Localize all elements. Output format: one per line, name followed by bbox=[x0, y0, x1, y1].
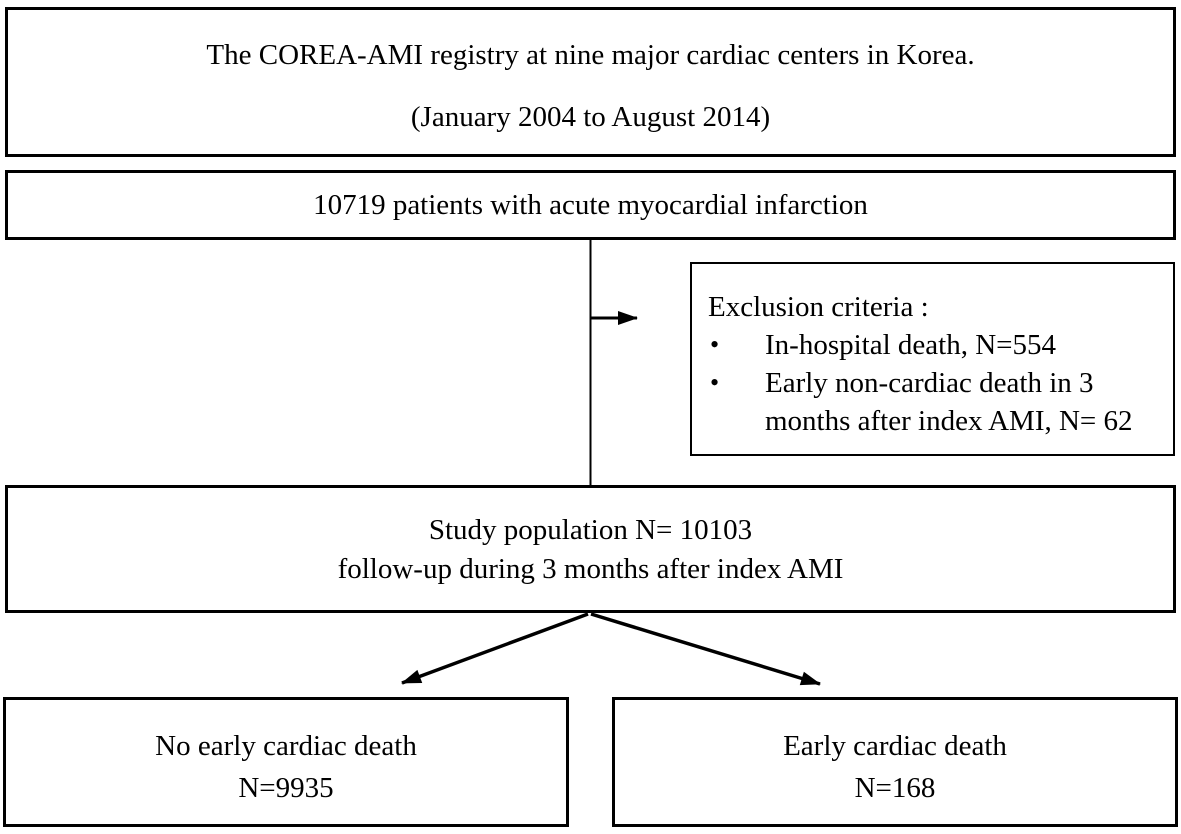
early-cardiac-death-count: N=168 bbox=[854, 772, 936, 804]
early-cardiac-death-label: Early cardiac death bbox=[783, 730, 1007, 762]
study-population-line1: Study population N= 10103 bbox=[428, 513, 753, 546]
registry-box: The COREA-AMI registry at nine major car… bbox=[5, 7, 1176, 157]
exclusion-item: • Early non-cardiac death in 3 months af… bbox=[708, 364, 1155, 440]
study-population-box: Study population N= 10103 follow-up duri… bbox=[5, 485, 1176, 613]
no-early-cardiac-death-count: N=9935 bbox=[238, 772, 334, 804]
connector-left-outcome-arrow bbox=[401, 612, 589, 685]
connector-right-outcome-arrow bbox=[590, 612, 821, 686]
no-early-cardiac-death-label: No early cardiac death bbox=[155, 730, 417, 762]
bullet-icon: • bbox=[710, 330, 720, 359]
study-population-line2: follow-up during 3 months after index AM… bbox=[337, 552, 844, 585]
early-cardiac-death-box: Early cardiac death N=168 bbox=[612, 697, 1178, 827]
registry-box-line1: The COREA-AMI registry at nine major car… bbox=[206, 39, 975, 71]
exclusion-item-text: In-hospital death, N=554 bbox=[765, 329, 1056, 361]
patients-box: 10719 patients with acute myocardial inf… bbox=[5, 170, 1176, 240]
exclusion-item-text: Early non-cardiac death in 3 months afte… bbox=[765, 367, 1133, 437]
bullet-icon: • bbox=[710, 368, 720, 397]
registry-box-line2: (January 2004 to August 2014) bbox=[410, 101, 771, 133]
no-early-cardiac-death-box: No early cardiac death N=9935 bbox=[3, 697, 569, 827]
patients-box-text: 10719 patients with acute myocardial inf… bbox=[313, 189, 868, 221]
exclusion-box: Exclusion criteria : • In-hospital death… bbox=[690, 262, 1175, 456]
exclusion-item: • In-hospital death, N=554 bbox=[708, 326, 1155, 364]
exclusion-title: Exclusion criteria : bbox=[708, 291, 929, 323]
